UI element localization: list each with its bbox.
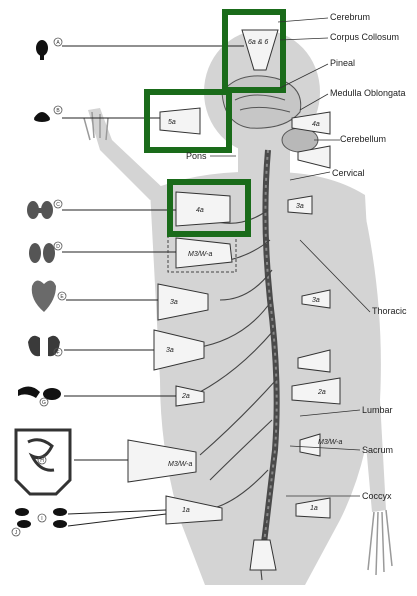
thyroid-icon bbox=[27, 201, 53, 219]
cone-label-c13: 2a bbox=[317, 389, 326, 396]
cone-label-c9: 1a bbox=[182, 507, 190, 514]
label-cerebellum: Cerebellum bbox=[340, 134, 386, 144]
label-cerebrum: Cerebrum bbox=[330, 12, 370, 22]
organ-tag-e: E bbox=[60, 294, 64, 300]
cone-label-c10: 4a bbox=[312, 121, 320, 128]
cone-label-c12: 3a bbox=[312, 297, 320, 304]
heart-icon bbox=[32, 280, 56, 312]
pineal-icon bbox=[34, 112, 50, 122]
cone-label-c15: 1a bbox=[310, 505, 318, 512]
label-corpus-collosum: Corpus Collosum bbox=[330, 32, 399, 42]
cone-label-c3: 4a bbox=[196, 207, 204, 214]
organ-tag-j: J bbox=[15, 530, 18, 536]
pancreas-icon bbox=[18, 386, 61, 400]
cone-label-c4: M3/W-a bbox=[188, 251, 212, 258]
label-coccyx: Coccyx bbox=[362, 491, 392, 501]
organ-tag-g: G bbox=[42, 400, 46, 406]
pituitary-icon bbox=[36, 40, 48, 60]
organ-tag-c: C bbox=[56, 202, 60, 208]
lungs-icon bbox=[28, 336, 60, 356]
cone-label-c1: 6a & 6 bbox=[248, 39, 268, 46]
organ-tag-b: B bbox=[56, 108, 60, 114]
adrenal-icon bbox=[29, 243, 55, 263]
cone-label-c6: 3a bbox=[166, 347, 174, 354]
cone-label-c2: 5a bbox=[168, 119, 176, 126]
label-sacrum: Sacrum bbox=[362, 445, 393, 455]
cone-label-c5: 3a bbox=[170, 299, 178, 306]
label-cervical: Cervical bbox=[332, 168, 365, 178]
label-pons: Pons bbox=[186, 151, 207, 161]
organ-tag-h: H bbox=[40, 458, 44, 464]
organ-icons bbox=[15, 40, 70, 528]
organ-tag-i: I bbox=[41, 516, 42, 522]
cone-label-c8: M3/W-a bbox=[168, 461, 192, 468]
label-lumbar: Lumbar bbox=[362, 405, 393, 415]
cone-label-c14: M3/W-a bbox=[318, 439, 342, 446]
cone-label-c11: 3a bbox=[296, 203, 304, 210]
label-thoracic: Thoracic bbox=[372, 306, 407, 316]
organ-tag-f: F bbox=[56, 350, 59, 356]
label-pineal: Pineal bbox=[330, 58, 355, 68]
organ-tag-d: D bbox=[56, 244, 60, 250]
right-hand bbox=[368, 510, 392, 575]
organ-tag-a: A bbox=[56, 40, 60, 46]
label-medulla: Medulla Oblongata bbox=[330, 88, 406, 98]
cone-label-c7: 2a bbox=[181, 393, 190, 400]
